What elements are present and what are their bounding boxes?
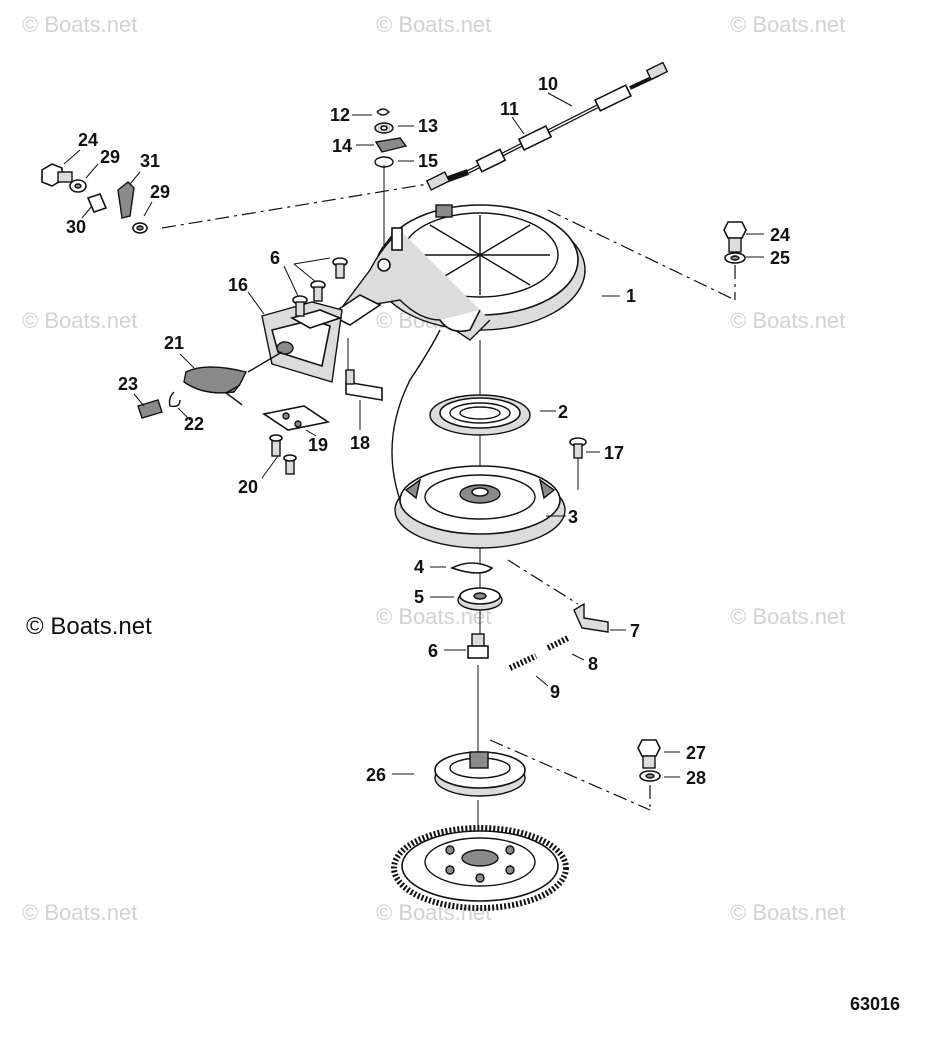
- callout-8: 8: [588, 654, 598, 674]
- cam: [457, 587, 503, 611]
- callout-6-lower: 6: [428, 641, 438, 661]
- callout-21: 21: [164, 333, 184, 353]
- bolt-washer-lower: [637, 739, 661, 782]
- alignment-lines: [161, 165, 736, 840]
- callout-3: 3: [568, 507, 578, 527]
- callout-11: 11: [500, 99, 519, 119]
- callout-6-upper: 6: [270, 248, 280, 268]
- callout-19: 19: [308, 435, 328, 455]
- callout-29-right: 29: [150, 182, 170, 202]
- starter-handle: [137, 351, 283, 419]
- callout-24-left: 24: [78, 130, 98, 150]
- callout-27: 27: [686, 743, 706, 763]
- callout-20: 20: [238, 477, 258, 497]
- callout-5: 5: [414, 587, 424, 607]
- callout-9: 9: [550, 682, 560, 702]
- callout-24-right: 24: [770, 225, 790, 245]
- watermark: © Boats.net: [730, 604, 845, 629]
- watermark: © Boats.net: [22, 900, 137, 925]
- center-bolt: [467, 633, 489, 659]
- top-hardware: [374, 108, 408, 168]
- callout-15: 15: [418, 151, 438, 171]
- callout-29-left: 29: [100, 147, 120, 167]
- figure-number: 63016: [850, 994, 900, 1014]
- callout-labels: 1 2 3 4 5 6 6 7 8 9 10 11 12 13 14 15 16…: [66, 74, 790, 788]
- left-hardware: [41, 163, 148, 234]
- watermark: © Boats.net: [730, 12, 845, 37]
- callout-12: 12: [330, 105, 350, 125]
- callout-31: 31: [140, 151, 160, 171]
- bolt-washer-right: [723, 221, 747, 264]
- callout-14: 14: [332, 136, 352, 156]
- callout-17: 17: [604, 443, 624, 463]
- starter-cup: [434, 751, 526, 797]
- brand-mark: © Boats.net: [26, 613, 152, 640]
- watermark: © Boats.net: [730, 900, 845, 925]
- upper-screws: [292, 257, 348, 317]
- callout-30: 30: [66, 217, 86, 237]
- callout-13: 13: [418, 116, 438, 136]
- callout-2: 2: [558, 402, 568, 422]
- callout-18: 18: [350, 433, 370, 453]
- watermarks: © Boats.net © Boats.net © Boats.net © Bo…: [22, 12, 845, 925]
- watermark: © Boats.net: [22, 12, 137, 37]
- pin: [345, 369, 383, 401]
- leader-lines: [63, 92, 764, 778]
- callout-22: 22: [184, 414, 204, 434]
- callout-16: 16: [228, 275, 248, 295]
- watermark: © Boats.net: [22, 308, 137, 333]
- watermark: © Boats.net: [730, 308, 845, 333]
- callout-26: 26: [366, 765, 386, 785]
- rewind-spring: [429, 394, 531, 436]
- callout-25: 25: [770, 248, 790, 268]
- pawl-springs: [508, 602, 609, 671]
- screw-17: [569, 437, 587, 459]
- starter-cable: [425, 61, 669, 191]
- callout-7: 7: [630, 621, 640, 641]
- flywheel: [391, 825, 569, 911]
- callout-4: 4: [414, 557, 424, 577]
- callout-10: 10: [538, 74, 558, 94]
- callout-28: 28: [686, 768, 706, 788]
- watermark: © Boats.net: [376, 12, 491, 37]
- plate-screws: [261, 405, 331, 475]
- handle-bracket: [261, 301, 343, 383]
- drive-plate: [449, 562, 494, 574]
- pulley: [391, 329, 566, 549]
- callout-23: 23: [118, 374, 138, 394]
- callout-1: 1: [626, 286, 636, 306]
- starter-housing: [328, 204, 586, 341]
